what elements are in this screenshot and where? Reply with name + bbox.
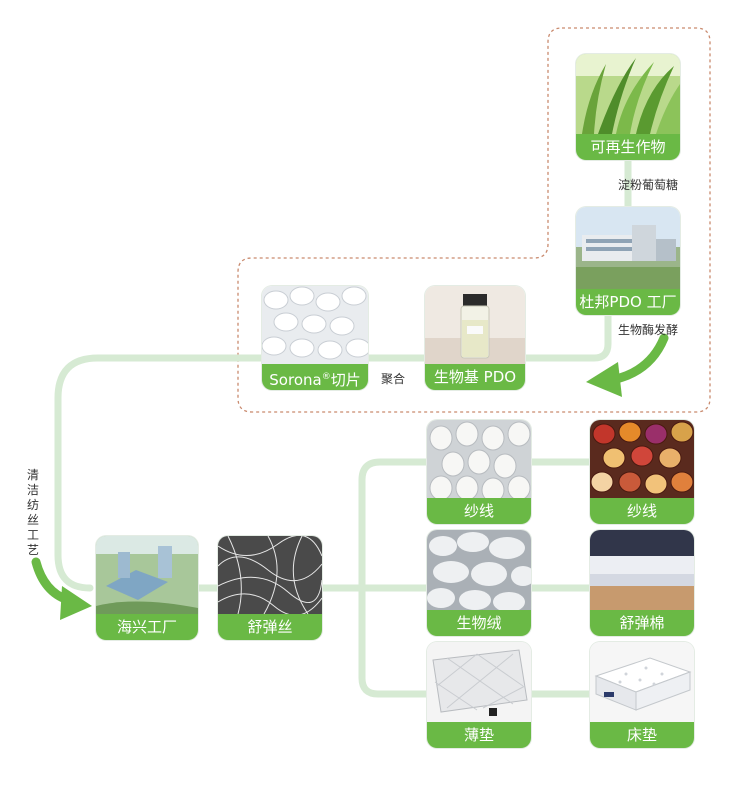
curved-arrow-to-pdo <box>586 333 669 397</box>
node-yarn-a: 纱线 <box>427 420 531 524</box>
dashed-region-border <box>237 27 711 413</box>
label-bio-pdo: 生物基 PDO <box>425 364 525 390</box>
node-stretch-cotton: 舒弹棉 <box>590 530 694 636</box>
node-bio-down: 生物绒 <box>427 530 531 636</box>
white-yarn-image <box>427 420 531 498</box>
node-crops: 可再生作物 <box>576 54 680 160</box>
chips-image <box>262 286 368 364</box>
registered-mark: ® <box>321 372 331 382</box>
label-stretch-cotton: 舒弹棉 <box>590 610 694 636</box>
node-dupont-pdo-plant: 杜邦PDO 工厂 <box>576 207 680 315</box>
pdo-bottle-image <box>425 286 525 364</box>
cotton-batting-image <box>590 530 694 610</box>
edge-plant-pdo <box>521 311 612 362</box>
node-yarn-b: 纱线 <box>590 420 694 524</box>
node-thin-pad: 薄垫 <box>427 642 531 748</box>
label-crops: 可再生作物 <box>576 134 680 160</box>
fiber-image <box>218 536 322 614</box>
edge-label-starch-glucose: 淀粉葡萄糖 <box>618 178 679 192</box>
curved-arrow-to-haixing <box>31 557 92 620</box>
factory-image <box>576 207 680 289</box>
label-dupont-pdo-plant: 杜邦PDO 工厂 <box>576 289 680 315</box>
crops-image <box>576 54 680 134</box>
label-sorona-chips: Sorona®切片 <box>262 364 368 390</box>
edge-branch-pad <box>358 584 431 698</box>
edge-branch-yarn <box>358 458 431 592</box>
mattress-image <box>590 642 694 722</box>
thin-pad-image <box>427 642 531 722</box>
edge-label-polymerization: 聚合 <box>381 372 406 386</box>
node-sorona-chips: Sorona®切片 <box>262 286 368 390</box>
label-yarn-b: 纱线 <box>590 498 694 524</box>
colored-yarn-image <box>590 420 694 498</box>
label-yarn-a: 纱线 <box>427 498 531 524</box>
bio-down-image <box>427 530 531 610</box>
node-haixing-plant: 海兴工厂 <box>96 536 198 640</box>
edge-label-clean-spinning: 清洁纺丝工艺 <box>26 468 39 557</box>
haixing-image <box>96 536 198 614</box>
label-stretch-fiber: 舒弹丝 <box>218 614 322 640</box>
label-bio-down: 生物绒 <box>427 610 531 636</box>
label-haixing-plant: 海兴工厂 <box>96 614 198 640</box>
edge-sorona-haixing <box>54 354 429 592</box>
sorona-name: Sorona <box>269 371 322 389</box>
node-stretch-fiber: 舒弹丝 <box>218 536 322 640</box>
label-mattress: 床垫 <box>590 722 694 748</box>
sorona-suffix: 切片 <box>330 371 361 389</box>
edge-label-bio-enzyme-fermentation: 生物酶发酵 <box>618 323 679 337</box>
node-mattress: 床垫 <box>590 642 694 748</box>
label-thin-pad: 薄垫 <box>427 722 531 748</box>
node-bio-pdo: 生物基 PDO <box>425 286 525 390</box>
